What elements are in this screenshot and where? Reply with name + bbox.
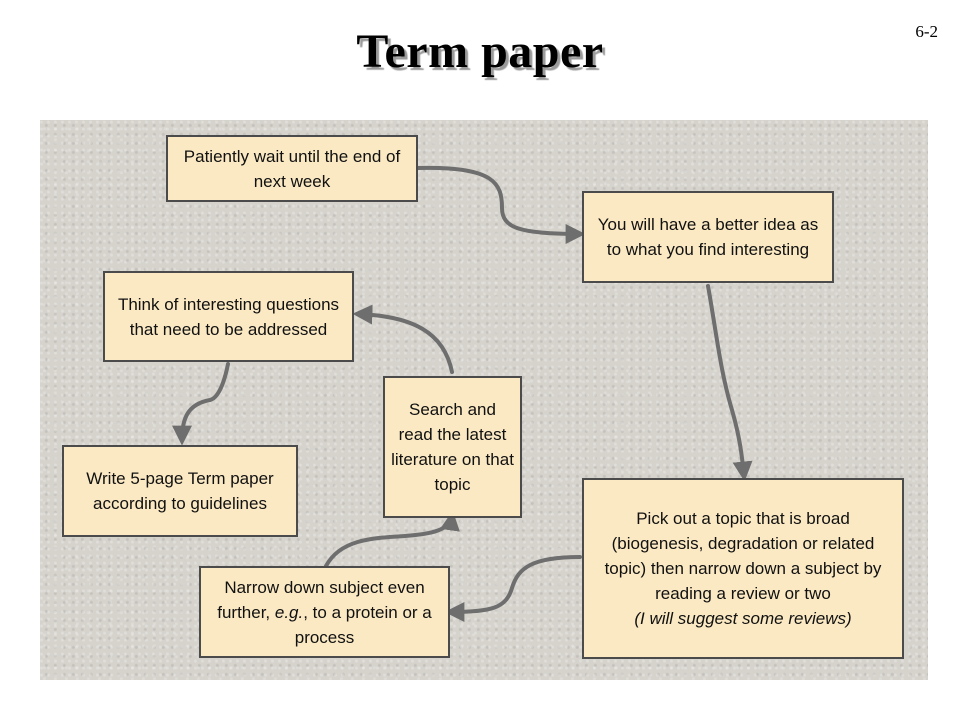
step-pick-topic-text: Pick out a topic that is broad (biogenes… <box>604 509 882 603</box>
arrow-wait-to-better-idea <box>416 165 586 244</box>
arrow-narrow-to-search <box>324 510 460 568</box>
step-better-idea-text: You will have a better idea as to what y… <box>597 215 819 259</box>
step-search-text: Search and read the latest literature on… <box>391 400 514 494</box>
arrow-layer <box>172 165 753 622</box>
step-narrow-text-eg: e.g. <box>274 602 304 622</box>
step-think-box: Think of interesting questions that need… <box>103 271 354 362</box>
slide-title: Term paper <box>356 25 604 78</box>
step-narrow-text-end: , to a protein or a process <box>294 602 432 647</box>
step-wait-box: Patiently wait until the end of next wee… <box>166 135 418 202</box>
step-pick-topic-note: (I will suggest some reviews) <box>634 609 852 628</box>
page-number: 6-2 <box>915 22 938 41</box>
step-think-text: Think of interesting questions that need… <box>117 294 340 339</box>
step-narrow-text: Narrow down subject even further, e.g., … <box>207 575 442 650</box>
step-narrow-box: Narrow down subject even further, e.g., … <box>199 566 450 658</box>
step-write-text: Write 5-page Term paper according to gui… <box>86 469 274 513</box>
step-narrow-text-start: Narrow down subject even further, <box>217 577 425 622</box>
step-pick-topic-box: Pick out a topic that is broad (biogenes… <box>582 478 904 659</box>
arrow-better-idea-to-pick-topic <box>706 284 753 482</box>
arrow-think-to-write <box>172 362 230 446</box>
arrow-search-to-think <box>352 304 454 374</box>
step-better-idea-box: You will have a better idea as to what y… <box>582 191 834 283</box>
flow-diagram: Patiently wait until the end of next wee… <box>40 120 928 680</box>
step-wait-text: Patiently wait until the end of next wee… <box>183 146 401 191</box>
step-write-box: Write 5-page Term paper according to gui… <box>62 445 298 537</box>
arrow-pick-topic-to-narrow <box>444 555 582 622</box>
step-search-box: Search and read the latest literature on… <box>383 376 522 518</box>
